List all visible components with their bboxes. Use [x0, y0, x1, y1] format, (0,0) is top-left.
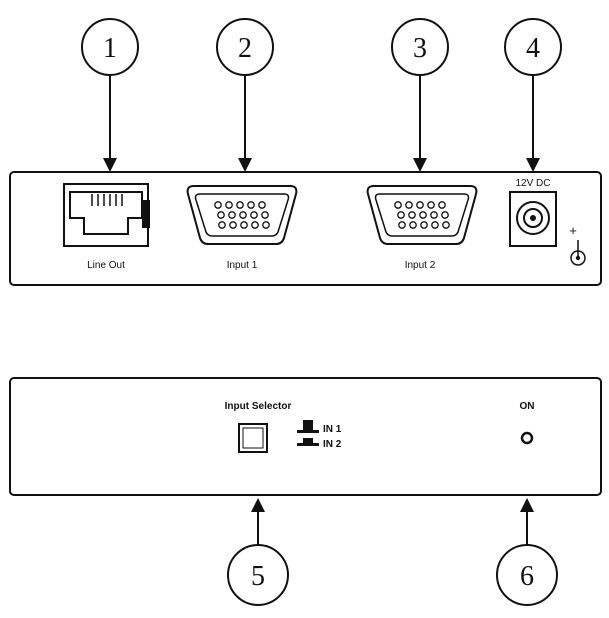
callout-6: 6	[496, 498, 558, 606]
line-out-port	[63, 183, 150, 247]
input-2-port	[366, 185, 478, 245]
callout-4: 4	[504, 18, 562, 172]
on-label: ON	[520, 401, 535, 412]
callout-2: 2	[216, 18, 274, 172]
svg-text:2: 2	[238, 33, 252, 64]
callout-1: 1	[81, 18, 139, 172]
input-selector-button	[238, 423, 268, 453]
svg-text:6: 6	[520, 561, 534, 592]
front-panel	[9, 377, 602, 496]
svg-text:3: 3	[413, 33, 427, 64]
input-1-label: Input 1	[227, 260, 258, 271]
button-released-icon	[297, 420, 319, 433]
svg-text:5: 5	[251, 561, 265, 592]
callout-5: 5	[227, 498, 289, 606]
svg-text:1: 1	[103, 33, 117, 64]
svg-text:+: +	[569, 223, 577, 238]
in-2-label: IN 2	[323, 439, 342, 450]
callout-3: 3	[391, 18, 449, 172]
line-out-label: Line Out	[87, 260, 125, 271]
polarity-icon: +	[569, 223, 586, 266]
in-1-label: IN 1	[323, 424, 342, 435]
button-pressed-icon	[297, 438, 319, 446]
input-2-label: Input 2	[405, 260, 436, 271]
power-led	[520, 431, 534, 445]
input-selector-label: Input Selector	[225, 401, 292, 412]
power-label: 12V DC	[515, 178, 550, 189]
input-1-port	[186, 185, 298, 245]
power-jack	[509, 191, 557, 247]
svg-text:4: 4	[526, 33, 540, 64]
